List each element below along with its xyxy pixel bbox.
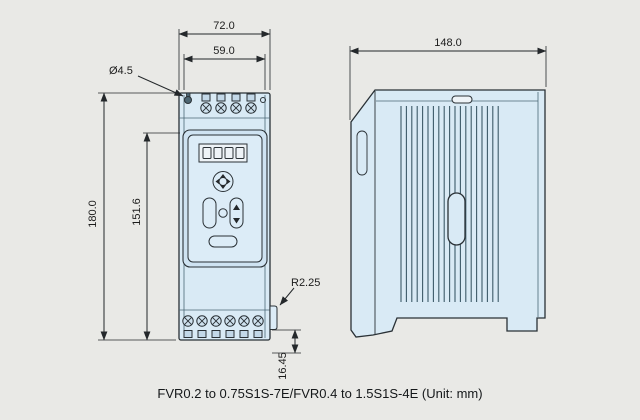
terminal-slot-icon: [197, 330, 207, 338]
dim-hole-diameter: Ø4.5: [109, 65, 184, 97]
keypad-buttons: [202, 197, 244, 248]
side-cover-plate: [447, 192, 466, 246]
dim-hook-height: 16.45: [272, 329, 301, 380]
terminal-screw-icon: [196, 315, 208, 327]
terminal-screw-icon: [182, 315, 194, 327]
setting-knob: [212, 171, 234, 192]
figure-caption: FVR0.2 to 0.75S1S-7E/FVR0.4 to 1.5S1S-4E…: [157, 386, 483, 401]
up-down-button: [229, 197, 244, 229]
seven-segment-display: [198, 143, 248, 163]
dim-overall-width: 72.0: [178, 20, 271, 90]
terminal-slot-icon: [231, 93, 241, 102]
front-view: [178, 92, 278, 341]
down-arrow-icon: [233, 218, 240, 224]
terminal-slot-icon: [183, 330, 193, 338]
dim-label-depth: 148.0: [434, 37, 462, 49]
terminal-screw-icon: [200, 102, 212, 114]
knob-right-arrow-icon: [226, 178, 231, 185]
run-stop-button: [208, 235, 238, 248]
knob-up-arrow-icon: [220, 174, 226, 178]
left-function-button: [202, 197, 217, 229]
terminal-slot-icon: [239, 330, 249, 338]
center-button: [218, 208, 228, 218]
up-arrow-icon: [233, 204, 240, 210]
dim-label-hook-height: 16.45: [277, 352, 289, 380]
mounting-hole-right: [260, 97, 266, 103]
knob-down-arrow-icon: [220, 185, 226, 189]
dim-panel-height: 151.6: [131, 132, 180, 341]
terminal-screw-icon: [210, 315, 222, 327]
control-panel: [182, 129, 268, 268]
dim-label-mounting-width: 59.0: [213, 45, 234, 57]
terminal-screw-icon: [224, 315, 236, 327]
din-hook-tab: [269, 305, 278, 330]
dim-label-overall-width: 72.0: [213, 20, 234, 32]
terminal-slot-icon: [253, 330, 263, 338]
terminal-screw-icon: [238, 315, 250, 327]
side-keypad-profile: [356, 130, 368, 176]
panel-face: [187, 134, 263, 263]
dim-label-corner-radius: R2.25: [291, 277, 320, 289]
top-vent-slot: [451, 95, 473, 104]
knob-left-arrow-icon: [215, 178, 220, 185]
knob-outer: [212, 171, 234, 192]
display-window: [198, 143, 248, 163]
terminal-slot-icon: [225, 330, 235, 338]
dimensions: 72.0 59.0 Ø4.5 180.0 151.6 R2.25: [87, 20, 547, 380]
terminal-screw-icon: [245, 102, 257, 114]
terminal-slot-icon: [216, 93, 226, 102]
terminal-screw-icon: [252, 315, 264, 327]
terminal-slot-icon: [246, 93, 256, 102]
side-view: [350, 89, 546, 338]
dim-overall-height: 180.0: [87, 92, 176, 341]
dim-label-panel-height: 151.6: [131, 198, 143, 226]
terminal-screw-icon: [230, 102, 242, 114]
terminal-slot-icon: [211, 330, 221, 338]
mounting-hole: [184, 96, 192, 104]
dim-mounting-width: 59.0: [183, 45, 266, 90]
dim-corner-radius: R2.25: [279, 277, 320, 306]
dim-depth: 148.0: [349, 37, 547, 120]
dim-label-overall-height: 180.0: [87, 200, 99, 228]
terminal-slot-icon: [201, 93, 211, 102]
terminal-screw-icon: [215, 102, 227, 114]
dim-label-hole-diameter: Ø4.5: [109, 65, 133, 77]
top-terminal-block: [184, 92, 266, 114]
